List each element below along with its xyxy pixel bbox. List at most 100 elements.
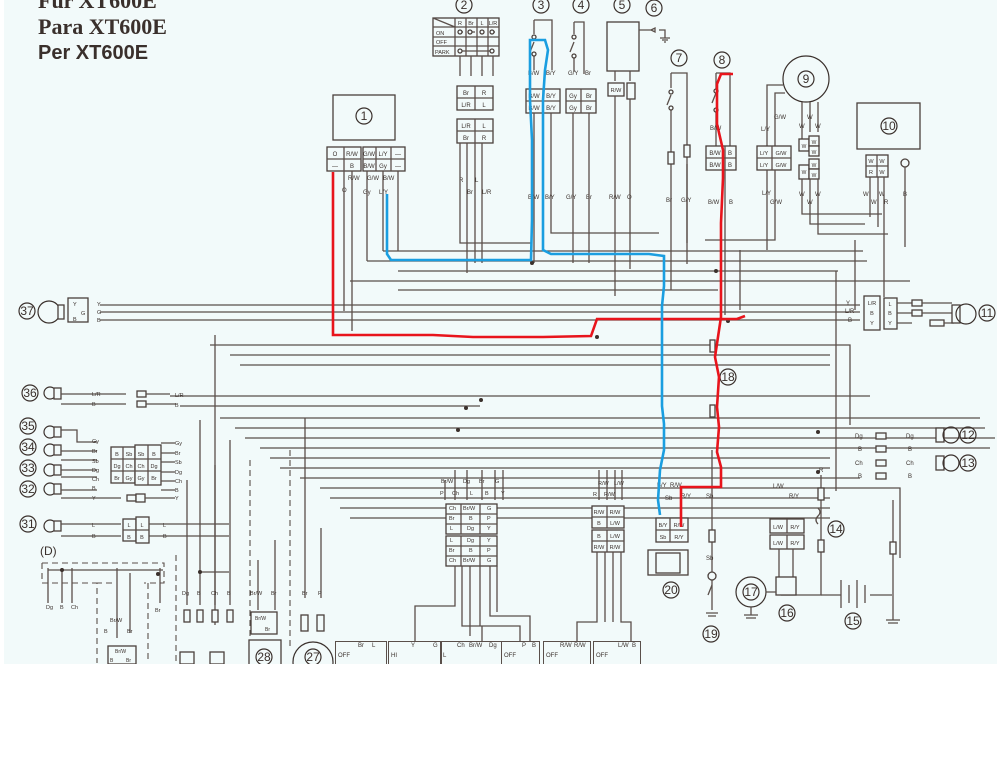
pin-label: Br: [463, 136, 469, 142]
wire-label: P: [440, 491, 444, 497]
terminal: [19, 438, 37, 456]
wire: [739, 237, 885, 491]
component-number-37: 37: [20, 304, 34, 318]
terminal: [60, 568, 64, 572]
wire-label: W: [879, 192, 885, 198]
rectifier-10: 10 W W R W W W W R B: [856, 102, 921, 206]
pin-label: W: [802, 144, 807, 150]
terminal: [457, 29, 463, 35]
wire-label: Y: [501, 491, 505, 497]
pin-label: Sb: [660, 535, 667, 541]
wire-label: Br: [479, 479, 485, 485]
component-number-10: 10: [882, 119, 896, 133]
starter-relay-16: L/W R/Y L/W R/Y L/W R/Y 16 17: [735, 484, 805, 622]
table-row-label: OFF: [338, 653, 350, 659]
terminal: [19, 480, 37, 498]
terminal: [457, 48, 463, 54]
pin-label: Ch: [125, 464, 132, 470]
terminal: [959, 454, 977, 472]
wire: [300, 477, 901, 558]
pin-label: —: [395, 164, 401, 170]
wire-label: Y: [97, 302, 101, 308]
wire-label: Dg: [463, 479, 470, 485]
wire-label: Br: [585, 71, 591, 77]
section-d-label: (D): [40, 544, 57, 558]
wire-label: B: [104, 629, 108, 635]
wire-label: G/Y: [566, 195, 576, 201]
wire-label: P: [318, 591, 322, 597]
wire-label: B: [175, 488, 179, 494]
pin-label: L: [450, 538, 454, 544]
connector-cell: [107, 645, 137, 664]
wire: [569, 21, 585, 74]
pin-label: Dg: [467, 526, 475, 532]
wire-label: Ch: [855, 461, 863, 467]
pin-label: L/W: [610, 534, 621, 540]
wire-label: B/W: [383, 176, 395, 182]
wire-label: Ch: [175, 479, 182, 485]
pin-label: Dg: [150, 464, 157, 470]
connector-cell: [196, 609, 204, 623]
table-row-label: OFF: [546, 653, 558, 659]
wire-label: Y: [846, 301, 850, 307]
connector-cell: [209, 651, 225, 664]
wire: [529, 19, 553, 70]
component-number-15: 15: [846, 614, 860, 628]
wire: [210, 335, 851, 625]
wire-label: L/R: [845, 309, 855, 315]
connector-cell: [179, 651, 195, 664]
component-number-2: 2: [461, 0, 468, 12]
wire-label: G/Y: [681, 198, 691, 204]
switch-header: L: [480, 21, 483, 27]
wire: [444, 470, 504, 500]
pin-label: B: [870, 311, 874, 317]
cdi-unit-box: [332, 94, 396, 141]
wire-label: B: [92, 534, 96, 540]
pin-label: R: [869, 170, 873, 176]
wire-label: R/W: [598, 481, 610, 487]
connector-cell: [607, 82, 625, 97]
wire-label: Br/W: [441, 479, 454, 485]
terminal: [530, 261, 534, 265]
wiring-diagram-sheet: Für XT600E Para XT600E Per XT600E 1 O R/…: [4, 0, 997, 664]
wire: [414, 566, 531, 642]
pin-label: B: [728, 151, 732, 157]
pin-label: G: [81, 311, 85, 317]
connector-cell: [67, 297, 89, 323]
connector-cell: [863, 295, 881, 331]
pin-label: R/Y: [674, 535, 684, 541]
pin-label: Sb: [138, 452, 145, 458]
wire-label: B: [908, 474, 912, 480]
wire-label: Br: [302, 591, 308, 597]
pin-label: W: [802, 170, 807, 176]
wire-label: G/W: [770, 200, 782, 206]
cdi-unit-1: 1 O R/W — B G/W L/Y — B/W Gy — O R/W Gy …: [326, 94, 406, 196]
terminal: [489, 29, 495, 35]
terminal: [479, 398, 483, 402]
connector-cell: [57, 304, 65, 320]
component-number-6: 6: [651, 1, 658, 15]
pin-label: W: [879, 159, 885, 165]
pin-label: R/W: [594, 545, 606, 551]
component-number-1: 1: [361, 109, 368, 123]
component-number-3: 3: [538, 0, 545, 12]
wire-label: Sb: [665, 496, 673, 502]
wire: [146, 393, 176, 405]
switch-table-4: P B OFF: [501, 641, 540, 664]
pin-label: L: [127, 523, 130, 529]
terminal: [531, 51, 537, 57]
taillight-11: Y L/R B L/R B Y L B Y 11: [845, 295, 996, 331]
wire-label: B/Y: [657, 483, 667, 489]
terminal: [662, 581, 680, 599]
component-number-17: 17: [744, 585, 758, 599]
pin-label: B: [115, 452, 119, 458]
wire-label: W: [863, 192, 869, 198]
switch-header: R: [458, 21, 462, 27]
wire-label: G/W: [367, 176, 379, 182]
connector-cell: [875, 472, 887, 480]
pin-label: L: [888, 302, 891, 308]
terminal: [668, 105, 674, 111]
components-18-19-20: 18 Sb Sb 19 B/Y R/W Sb R/Y B/Y R/W Sb R/…: [647, 339, 737, 643]
pin-label: Gy: [569, 94, 577, 100]
wire: [576, 552, 632, 642]
